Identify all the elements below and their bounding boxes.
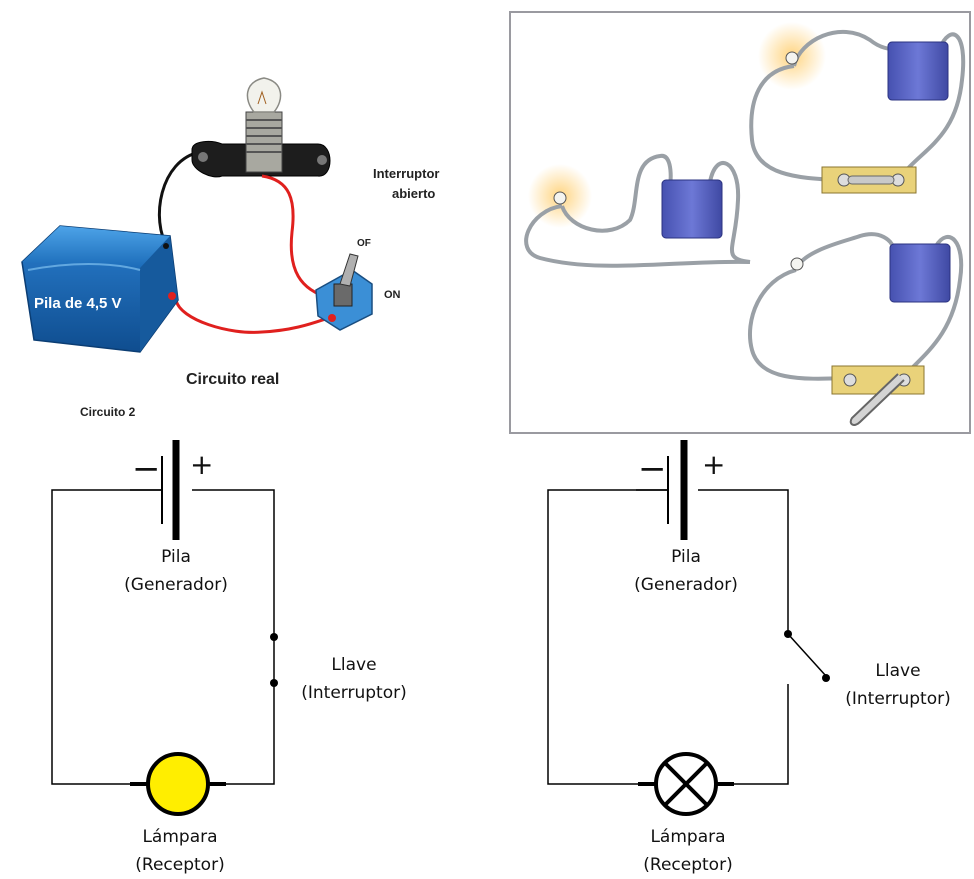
illustrated-circuit-left <box>524 153 751 268</box>
circuits-illustration-panel <box>509 11 971 434</box>
lamp-label-line2: (Receptor) <box>643 855 732 875</box>
battery-label-line1: Pila <box>161 547 191 567</box>
interruptor-label-line2: abierto <box>392 186 435 201</box>
closed-switch-symbol <box>270 633 278 687</box>
lamp-bulb <box>246 77 282 113</box>
battery-minus-sign: − <box>132 449 161 489</box>
illustrated-circuit-bottom <box>747 232 964 426</box>
open-circuit-wires <box>547 489 789 785</box>
lamp-label-line2: (Receptor) <box>135 855 224 875</box>
switch-of-label: OF <box>357 238 371 249</box>
battery-label-line2: (Generador) <box>634 575 738 595</box>
lamp-label-line1: Lámpara <box>142 827 217 847</box>
toggle-switch-photo <box>315 253 373 331</box>
real-circuit-photo: Pila de 4,5 V Interruptor abierto OF ON … <box>21 77 439 419</box>
battery-symbol <box>636 440 688 540</box>
lamp-on-symbol <box>130 752 226 816</box>
switch-label-line2: (Interruptor) <box>845 689 950 709</box>
switch-label-line2: (Interruptor) <box>301 683 406 703</box>
battery-plus-sign: + <box>702 448 725 481</box>
illustrated-circuit-top <box>749 22 966 194</box>
schematic-closed-circuit: − + Pila (Generador) Llave (Interruptor)… <box>51 440 407 875</box>
lamp-off-symbol <box>638 752 734 816</box>
open-switch-symbol <box>784 630 830 682</box>
closed-circuit-wires <box>51 489 275 785</box>
switch-label-line1: Llave <box>331 655 376 675</box>
photo-caption: Circuito real <box>186 371 279 388</box>
circuit-2-label: Circuito 2 <box>80 405 136 419</box>
battery-4-5v: Pila de 4,5 V <box>21 225 179 353</box>
battery-minus-sign: − <box>638 449 667 489</box>
battery-label: Pila de 4,5 V <box>34 295 122 312</box>
battery-label-line2: (Generador) <box>124 575 228 595</box>
switch-label-line1: Llave <box>875 661 920 681</box>
schematic-open-circuit: − + Pila (Generador) Llave (Interruptor)… <box>547 440 951 875</box>
interruptor-label-line1: Interruptor <box>373 166 439 181</box>
switch-on-label: ON <box>384 289 401 301</box>
red-wire-battery-to-switch <box>174 299 336 334</box>
battery-label-line1: Pila <box>671 547 701 567</box>
red-wire-lamp-to-switch <box>261 174 331 300</box>
battery-plus-sign: + <box>190 448 213 481</box>
battery-symbol <box>130 440 180 540</box>
lamp-label-line1: Lámpara <box>650 827 725 847</box>
lamp-holder <box>191 111 331 178</box>
